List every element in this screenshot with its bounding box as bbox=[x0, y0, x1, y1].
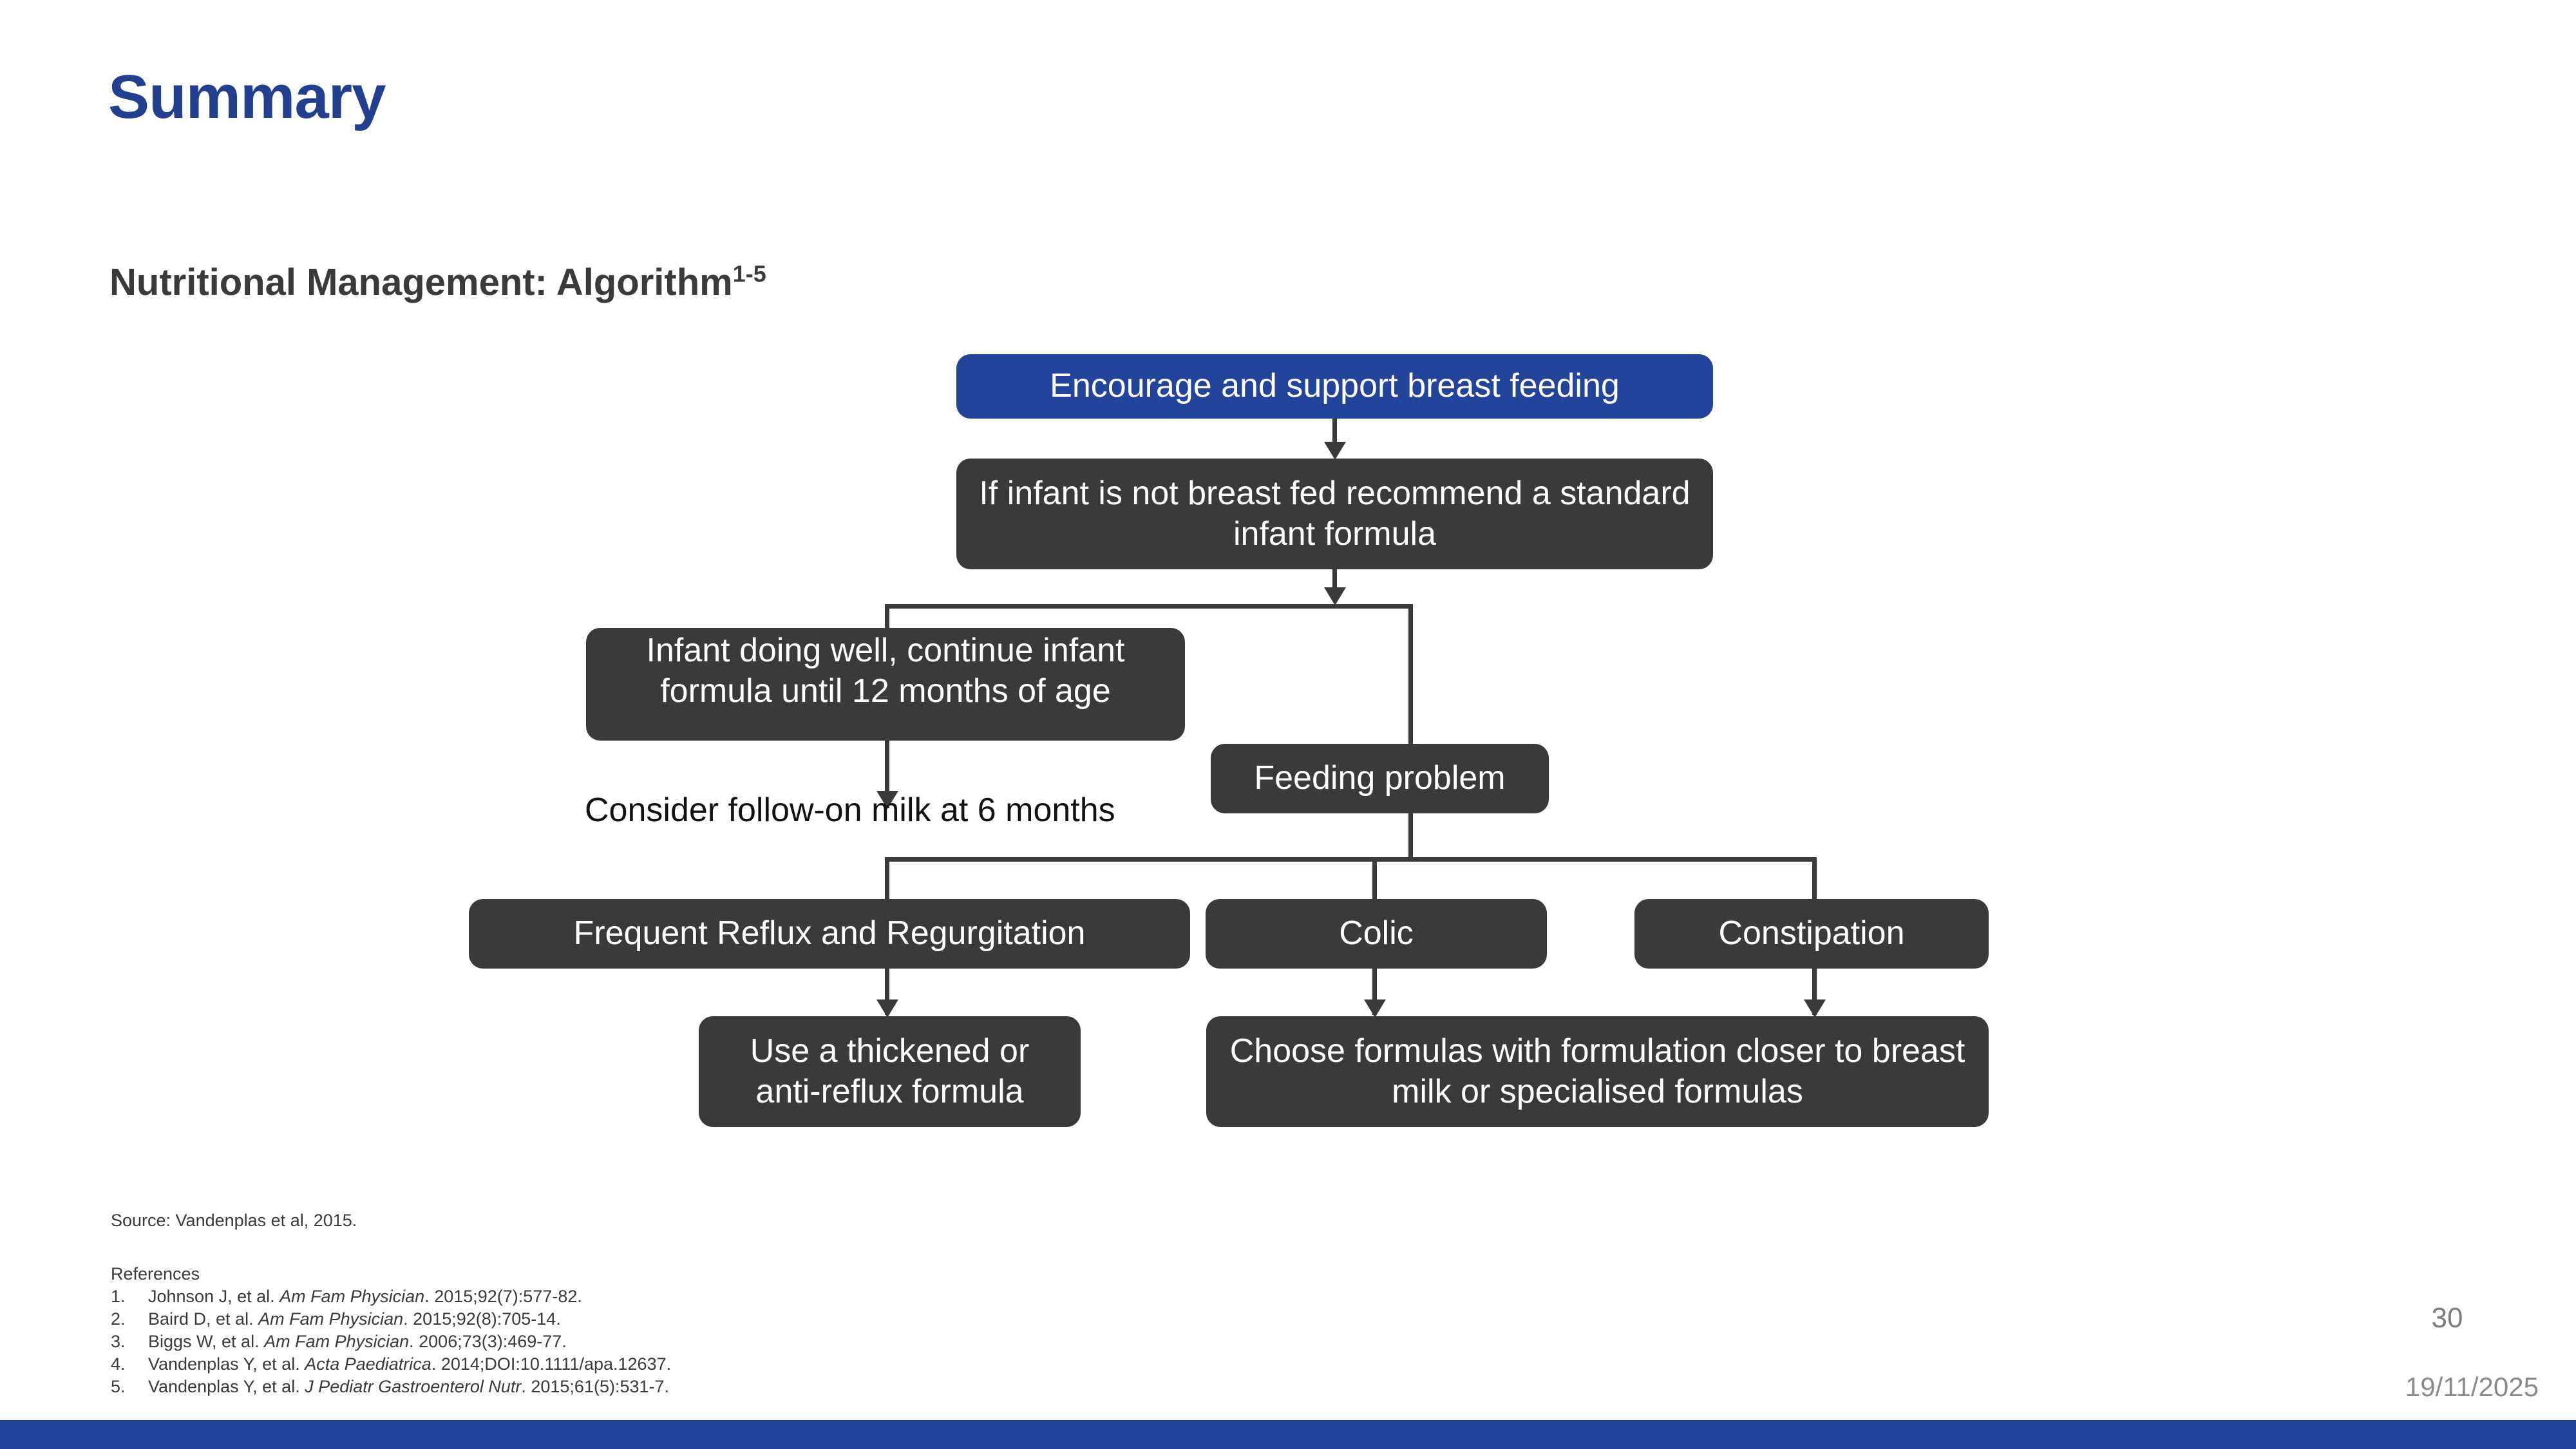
reference-number: 4. bbox=[111, 1354, 126, 1374]
page-title: Summary bbox=[108, 62, 386, 131]
page-number: 30 bbox=[2431, 1302, 2463, 1334]
reference-number: 5. bbox=[111, 1377, 126, 1396]
edge-constipation-to-closer-line bbox=[1812, 969, 1817, 1015]
edge-bus-to-doing-well bbox=[885, 604, 889, 643]
edge-colic-to-closer-arrow bbox=[1364, 999, 1386, 1018]
footer-accent-bar bbox=[0, 1420, 2576, 1449]
references-heading: References bbox=[111, 1264, 200, 1283]
reference-journal: Am Fam Physician bbox=[258, 1309, 404, 1329]
slide-date: 19/11/2025 bbox=[2405, 1372, 2539, 1402]
reference-item: 5. Vandenplas Y, et al. J Pediatr Gastroe… bbox=[111, 1377, 671, 1397]
flow-label-consider-follow-on: Consider follow-on milk at 6 months bbox=[585, 791, 1115, 829]
reference-number: 3. bbox=[111, 1332, 126, 1351]
reference-authors: Vandenplas Y, et al. bbox=[148, 1354, 305, 1374]
edge-standard-down-line bbox=[1332, 569, 1337, 600]
edge-breastfeed-standard-arrow bbox=[1324, 442, 1346, 460]
flow-node-standard-formula[interactable]: If infant is not breast fed recommend a … bbox=[956, 459, 1713, 569]
reference-journal: J Pediatr Gastroenterol Nutr bbox=[305, 1377, 522, 1396]
edge-colic-to-closer-line bbox=[1372, 969, 1377, 1015]
slide-subtitle: Nutritional Management: Algorithm1-5 bbox=[109, 261, 766, 304]
slide-subtitle-text: Nutritional Management: Algorithm bbox=[109, 261, 733, 303]
reference-item: 3. Biggs W, et al. Am Fam Physician. 2006… bbox=[111, 1332, 671, 1352]
reference-authors: Biggs W, et al. bbox=[148, 1332, 265, 1351]
flow-node-thickened-formula[interactable]: Use a thickened or anti-reflux formula bbox=[699, 1016, 1081, 1127]
flow-node-frequent-reflux[interactable]: Frequent Reflux and Regurgitation bbox=[469, 899, 1190, 969]
reference-citation: . 2015;61(5):531-7. bbox=[521, 1377, 670, 1396]
edge-split-bus bbox=[885, 604, 1413, 609]
flow-node-breastfeed[interactable]: Encourage and support breast feeding bbox=[956, 354, 1713, 419]
reference-authors: Johnson J, et al. bbox=[148, 1287, 280, 1306]
reference-citation: . 2014;DOI:10.1111/apa.12637. bbox=[431, 1354, 672, 1374]
reference-citation: . 2006;73(3):469-77. bbox=[409, 1332, 567, 1351]
edge-bus-to-constipation bbox=[1812, 857, 1817, 912]
reference-item: 1. Johnson J, et al. Am Fam Physician. 20… bbox=[111, 1287, 671, 1307]
edge-bus-to-colic bbox=[1372, 857, 1377, 912]
flow-node-constipation[interactable]: Constipation bbox=[1634, 899, 1989, 969]
reference-authors: Vandenplas Y, et al. bbox=[148, 1377, 305, 1396]
reference-citation: . 2015;92(8):705-14. bbox=[403, 1309, 561, 1329]
edge-bus-to-feeding-problem bbox=[1408, 604, 1413, 862]
slide-subtitle-superscript: 1-5 bbox=[732, 260, 766, 287]
reference-number: 1. bbox=[111, 1287, 126, 1306]
edge-standard-down-arrow bbox=[1324, 587, 1346, 605]
edge-feeding-split-bus bbox=[885, 857, 1817, 862]
source-note: Source: Vandenplas et al, 2015. bbox=[111, 1211, 357, 1230]
flow-node-colic[interactable]: Colic bbox=[1206, 899, 1547, 969]
references-list: 1.Johnson J, et al. Am Fam Physician. 20… bbox=[111, 1287, 671, 1397]
reference-citation: . 2015;92(7):577-82. bbox=[424, 1287, 582, 1306]
reference-item: 2. Baird D, et al. Am Fam Physician. 2015… bbox=[111, 1309, 671, 1329]
flow-node-feeding-problem[interactable]: Feeding problem bbox=[1211, 744, 1549, 813]
edge-bus-to-reflux bbox=[885, 857, 889, 912]
reference-journal: Am Fam Physician bbox=[264, 1332, 410, 1351]
reference-journal: Am Fam Physician bbox=[279, 1287, 425, 1306]
reference-authors: Baird D, et al. bbox=[148, 1309, 259, 1329]
edge-doing-well-to-follow-on-arrow bbox=[876, 791, 898, 809]
flow-node-infant-doing-well[interactable]: Infant doing well, continue infant formu… bbox=[586, 628, 1185, 741]
reference-number: 2. bbox=[111, 1309, 126, 1329]
edge-doing-well-to-follow-on-line bbox=[885, 741, 889, 808]
edge-constipation-to-closer-arrow bbox=[1804, 999, 1826, 1018]
nutritional-management-flowchart: Encourage and support breast feeding If … bbox=[469, 354, 1989, 1127]
edge-reflux-to-thickened-arrow bbox=[876, 999, 898, 1018]
reference-item: 4. Vandenplas Y, et al. Acta Paediatrica.… bbox=[111, 1354, 671, 1374]
references-block: References 1. Johnson J, et al. Am Fam Ph… bbox=[111, 1264, 671, 1399]
edge-breastfeed-standard-line bbox=[1332, 419, 1337, 456]
flow-node-closer-to-breast-milk[interactable]: Choose formulas with formulation closer … bbox=[1206, 1016, 1989, 1127]
reference-journal: Acta Paediatrica bbox=[305, 1354, 431, 1374]
edge-reflux-to-thickened-line bbox=[885, 969, 889, 1015]
